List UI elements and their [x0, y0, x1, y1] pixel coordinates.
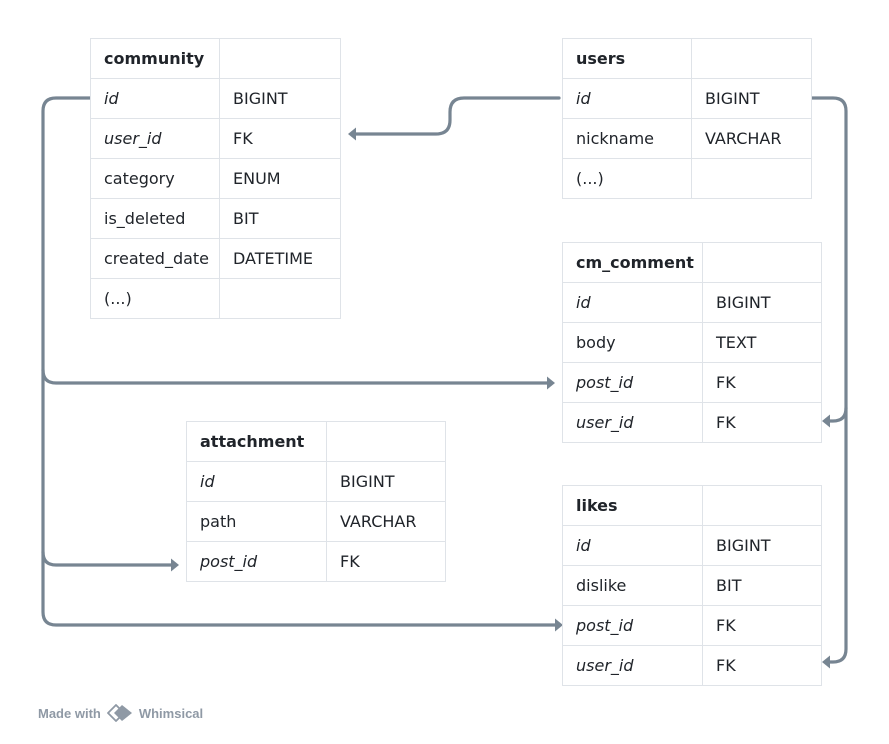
table-name: likes — [563, 486, 703, 525]
connector-community-id-to-cm-comment-post-id — [41, 368, 550, 385]
table-header-empty — [327, 422, 340, 461]
made-with-label: Made with — [38, 705, 101, 721]
field-type: BIGINT — [716, 292, 771, 312]
table-row: post_id FK — [187, 540, 445, 581]
connector-arrow-community-user-id — [348, 127, 356, 141]
made-with-whimsical-badge[interactable]: Made with Whimsical — [38, 704, 203, 722]
connector-arrow-cm-comment-user-id — [822, 414, 830, 428]
connector-community-id-to-attachment-post-id — [41, 550, 174, 567]
field-name: id — [563, 282, 703, 322]
field-type: DATETIME — [233, 248, 314, 268]
table-name: community — [91, 39, 220, 78]
table-row: user_id FK — [91, 117, 340, 158]
table-row: category ENUM — [91, 157, 340, 198]
table-row: post_id FK — [563, 604, 821, 645]
connector-arrow-attachment-post-id — [171, 558, 179, 572]
table-cm-comment[interactable]: cm_comment id BIGINT body TEXT post_id F… — [562, 242, 822, 443]
field-type: ENUM — [233, 168, 281, 188]
table-header: cm_comment — [563, 243, 821, 282]
table-row: id BIGINT — [91, 77, 340, 118]
table-row: body TEXT — [563, 321, 821, 362]
table-name: cm_comment — [563, 243, 703, 282]
field-type: BIT — [716, 575, 742, 595]
table-row: (...) — [91, 277, 340, 318]
field-name: created_date — [91, 238, 220, 278]
field-type: FK — [716, 372, 736, 392]
table-row: id BIGINT — [563, 524, 821, 565]
table-row: user_id FK — [563, 401, 821, 442]
table-row: created_date DATETIME — [91, 237, 340, 278]
field-name: id — [563, 78, 692, 118]
connector-arrow-cm-comment-post-id — [547, 376, 555, 390]
table-row: post_id FK — [563, 361, 821, 402]
table-row: dislike BIT — [563, 564, 821, 605]
table-row: (...) — [563, 157, 811, 198]
field-name: nickname — [563, 118, 692, 158]
table-header: attachment — [187, 422, 445, 461]
field-name: post_id — [563, 605, 703, 645]
field-type: VARCHAR — [705, 128, 782, 148]
table-attachment[interactable]: attachment id BIGINT path VARCHAR post_i… — [186, 421, 446, 582]
table-likes[interactable]: likes id BIGINT dislike BIT post_id FK u… — [562, 485, 822, 686]
field-type — [692, 159, 705, 198]
field-name: category — [91, 158, 220, 198]
field-name: dislike — [563, 565, 703, 605]
field-type — [220, 279, 233, 318]
table-users[interactable]: users id BIGINT nickname VARCHAR (...) — [562, 38, 812, 199]
field-type: BIGINT — [716, 535, 771, 555]
field-name: body — [563, 322, 703, 362]
field-type: FK — [716, 615, 736, 635]
field-name: user_id — [563, 402, 703, 442]
table-community[interactable]: community id BIGINT user_id FK category … — [90, 38, 341, 319]
field-type: FK — [340, 551, 360, 571]
field-name: user_id — [91, 118, 220, 158]
field-name: post_id — [563, 362, 703, 402]
whimsical-brand-label: Whimsical — [138, 705, 204, 721]
field-name: post_id — [187, 541, 327, 581]
field-type: FK — [716, 412, 736, 432]
table-name: attachment — [187, 422, 327, 461]
field-name: id — [563, 525, 703, 565]
table-row: nickname VARCHAR — [563, 117, 811, 158]
table-header-empty — [703, 486, 716, 525]
field-name: (...) — [91, 278, 220, 318]
field-name: id — [187, 461, 327, 501]
field-name: (...) — [563, 158, 692, 198]
table-row: is_deleted BIT — [91, 197, 340, 238]
whimsical-logo-icon — [106, 704, 133, 722]
connector-users-id-to-community-user-id — [354, 96, 561, 136]
field-type: FK — [716, 655, 736, 675]
table-header-empty — [692, 39, 705, 78]
table-header: community — [91, 39, 340, 78]
table-header-empty — [220, 39, 233, 78]
table-row: id BIGINT — [563, 281, 821, 322]
field-type: BIT — [233, 208, 259, 228]
field-type: TEXT — [716, 332, 757, 352]
table-row: user_id FK — [563, 644, 821, 685]
field-name: path — [187, 501, 327, 541]
table-header: likes — [563, 486, 821, 525]
table-name: users — [563, 39, 692, 78]
table-header: users — [563, 39, 811, 78]
connector-users-id-to-cm-comment-user-id — [827, 406, 848, 423]
field-type: BIGINT — [233, 88, 288, 108]
table-row: id BIGINT — [187, 460, 445, 501]
table-header-empty — [703, 243, 716, 282]
table-row: path VARCHAR — [187, 500, 445, 541]
field-type: FK — [233, 128, 253, 148]
field-type: VARCHAR — [340, 511, 417, 531]
field-name: is_deleted — [91, 198, 220, 238]
field-type: BIGINT — [340, 471, 395, 491]
field-name: id — [91, 78, 220, 118]
field-type: BIGINT — [705, 88, 760, 108]
table-row: id BIGINT — [563, 77, 811, 118]
connector-arrow-likes-user-id — [822, 655, 830, 669]
field-name: user_id — [563, 645, 703, 685]
